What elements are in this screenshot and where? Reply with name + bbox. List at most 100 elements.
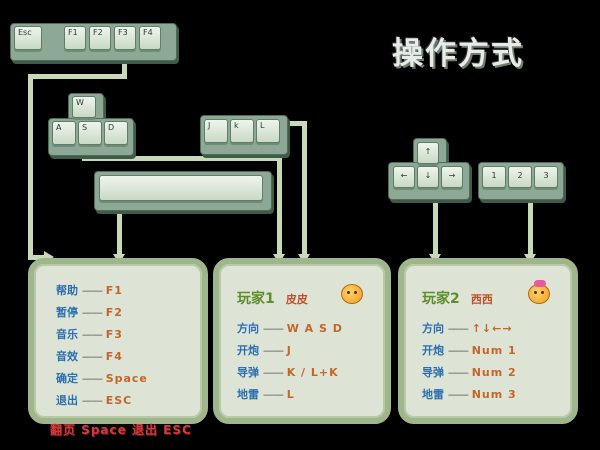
connector-numpad-v [528, 196, 533, 256]
connector-space-v [117, 208, 122, 256]
player2-avatar-icon [528, 284, 550, 304]
row-label: 退出 [56, 394, 78, 407]
system-panel: 帮助 —— F1 暂停 —— F2 音乐 —— F3 音效 —— F4 确定 —… [28, 258, 208, 424]
player2-bow-icon [534, 280, 546, 287]
row-label: 暂停 [56, 306, 78, 319]
player1-row-mine: 地雷 —— L [237, 386, 295, 402]
row-dash: —— [81, 394, 103, 407]
row-value: Num 2 [471, 366, 517, 379]
player1-avatar-icon [341, 284, 363, 304]
key-w[interactable]: W [72, 96, 96, 118]
row-label: 方向 [422, 322, 444, 335]
key-right[interactable]: → [441, 166, 463, 188]
connector-wasd-v [277, 156, 282, 256]
page-title: 操作方式 [392, 36, 524, 72]
system-row-exit: 退出 —— ESC [56, 392, 132, 408]
player1-header: 玩家1 皮皮 [237, 288, 308, 308]
player2-name: 西西 [470, 293, 493, 306]
connector-jkl-h [285, 121, 307, 126]
player1-panel: 玩家1 皮皮 方向 —— W A S D 开炮 —— J 导弹 —— K / L… [213, 258, 391, 424]
key-f3[interactable]: F3 [114, 26, 136, 50]
connector-fkeys-h2 [28, 255, 46, 260]
key-f2[interactable]: F2 [89, 26, 111, 50]
row-label: 导弹 [237, 366, 259, 379]
row-label: 开炮 [422, 344, 444, 357]
row-dash: —— [447, 322, 469, 335]
player2-row-mine: 地雷 —— Num 3 [422, 386, 517, 402]
player2-header: 玩家2 西西 [422, 288, 493, 308]
player2-row-missile: 导弹 —— Num 2 [422, 364, 517, 380]
connector-wasd-h [82, 156, 282, 161]
connector-fkeys-v [28, 74, 33, 260]
key-space[interactable] [99, 175, 263, 201]
row-dash: —— [262, 388, 284, 401]
connector-fkeys [122, 58, 127, 78]
row-label: 地雷 [237, 388, 259, 401]
row-dash: —— [81, 328, 103, 341]
connector-fkeys-h [28, 74, 127, 79]
system-row-pause: 暂停 —— F2 [56, 304, 123, 320]
row-value: L [286, 388, 295, 401]
key-l[interactable]: L [256, 119, 280, 143]
key-f1[interactable]: F1 [64, 26, 86, 50]
row-label: 确定 [56, 372, 78, 385]
row-dash: —— [447, 388, 469, 401]
key-esc[interactable]: Esc [14, 26, 42, 50]
player2-row-fire: 开炮 —— Num 1 [422, 342, 517, 358]
key-down[interactable]: ↓ [417, 166, 439, 188]
key-up[interactable]: ↑ [417, 142, 439, 164]
player2-panel: 玩家2 西西 方向 —— ↑↓←→ 开炮 —— Num 1 导弹 —— Num … [398, 258, 578, 424]
row-value: F4 [105, 350, 123, 363]
row-dash: —— [81, 306, 103, 319]
row-label: 音效 [56, 350, 78, 363]
system-row-confirm: 确定 —— Space [56, 370, 148, 386]
player1-title: 玩家1 [237, 291, 275, 307]
key-num2[interactable]: 2 [508, 166, 532, 188]
player2-title: 玩家2 [422, 291, 460, 307]
row-dash: —— [262, 322, 284, 335]
row-value: K / L+K [286, 366, 339, 379]
connector-jkl-v [302, 121, 307, 256]
row-dash: —— [81, 372, 103, 385]
row-label: 方向 [237, 322, 259, 335]
row-dash: —— [81, 284, 103, 297]
row-label: 音乐 [56, 328, 78, 341]
key-d[interactable]: D [104, 121, 128, 145]
player2-row-direction: 方向 —— ↑↓←→ [422, 320, 513, 336]
row-dash: —— [447, 366, 469, 379]
row-value: ↑↓←→ [471, 322, 513, 335]
row-dash: —— [81, 350, 103, 363]
system-row-help: 帮助 —— F1 [56, 282, 123, 298]
key-num1[interactable]: 1 [482, 166, 506, 188]
row-value: F1 [105, 284, 123, 297]
row-value: Num 1 [471, 344, 517, 357]
row-value: F3 [105, 328, 123, 341]
row-dash: —— [262, 366, 284, 379]
row-label: 地雷 [422, 388, 444, 401]
row-value: ESC [105, 394, 133, 407]
key-left[interactable]: ← [393, 166, 415, 188]
key-j[interactable]: J [204, 119, 228, 143]
player1-name: 皮皮 [285, 293, 308, 306]
connector-arrows-v [433, 196, 438, 256]
key-f4[interactable]: F4 [139, 26, 161, 50]
row-value: W A S D [286, 322, 343, 335]
key-a[interactable]: A [52, 121, 76, 145]
row-dash: —— [447, 344, 469, 357]
row-label: 导弹 [422, 366, 444, 379]
row-value: Num 3 [471, 388, 517, 401]
player1-row-fire: 开炮 —— J [237, 342, 292, 358]
row-value: F2 [105, 306, 123, 319]
player1-row-missile: 导弹 —— K / L+K [237, 364, 339, 380]
row-dash: —— [262, 344, 284, 357]
system-row-sfx: 音效 —— F4 [56, 348, 123, 364]
row-value: Space [105, 372, 148, 385]
row-value: J [286, 344, 292, 357]
row-label: 帮助 [56, 284, 78, 297]
key-k[interactable]: k [230, 119, 254, 143]
arrow-to-system [44, 251, 54, 263]
key-s[interactable]: S [78, 121, 102, 145]
player1-row-direction: 方向 —— W A S D [237, 320, 343, 336]
row-label: 开炮 [237, 344, 259, 357]
key-num3[interactable]: 3 [534, 166, 558, 188]
